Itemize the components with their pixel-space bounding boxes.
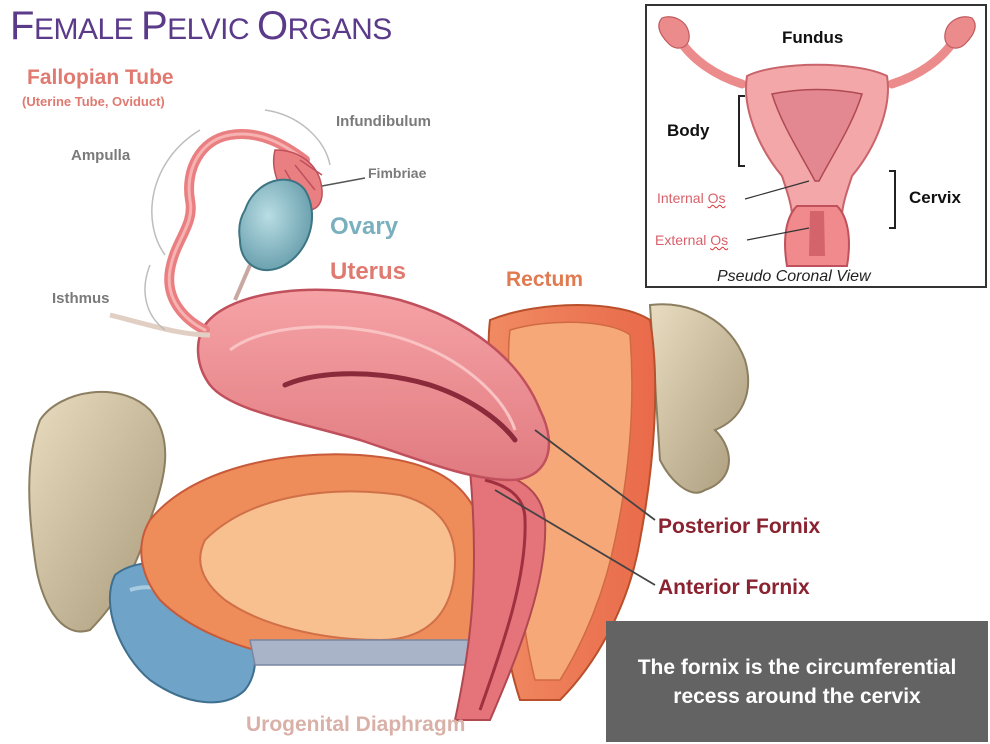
fimbriae-label: Fimbriae — [368, 165, 426, 181]
fundus-label: Fundus — [782, 28, 843, 48]
urogenital-diaphragm — [250, 640, 480, 665]
uterus-label: Uterus — [330, 258, 406, 286]
ampulla-label: Ampulla — [71, 147, 130, 164]
anterior-fornix-label: Anterior Fornix — [658, 576, 810, 600]
fimbriae-leader — [322, 178, 365, 186]
fallopian-tube-sublabel: (Uterine Tube, Oviduct) — [22, 94, 165, 109]
infundibulum-label: Infundibulum — [336, 113, 431, 130]
sacrum — [650, 304, 748, 492]
isthmus-arc — [145, 265, 165, 330]
coronal-view-inset: Fundus Body Cervix Internal Os External … — [645, 4, 987, 288]
ovary — [239, 180, 312, 271]
internal-os-label: Internal Os — [657, 190, 725, 206]
cervix-label: Cervix — [909, 188, 961, 208]
urogenital-diaphragm-label: Urogenital Diaphragm — [246, 713, 465, 737]
fallopian-tube-label: Fallopian Tube — [27, 66, 174, 90]
external-os-label: External Os — [655, 232, 728, 248]
ovary-label: Ovary — [330, 213, 398, 241]
isthmus-label: Isthmus — [52, 290, 110, 307]
inset-caption: Pseudo Coronal View — [717, 268, 871, 286]
fornix-note: The fornix is the circumferential recess… — [606, 621, 988, 742]
posterior-fornix-label: Posterior Fornix — [658, 515, 820, 539]
body-label: Body — [667, 121, 710, 141]
rectum-label: Rectum — [506, 268, 583, 292]
page-title: Female Pelvic Organs — [10, 4, 392, 49]
